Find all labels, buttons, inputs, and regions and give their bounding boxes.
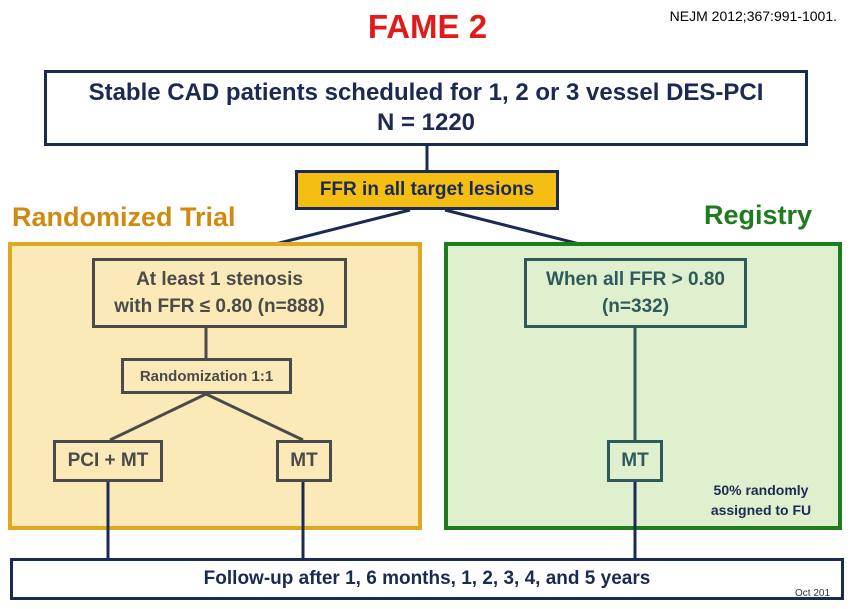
registry-note-line1: 50% randomly [713, 482, 809, 498]
follow-up-box: Follow-up after 1, 6 months, 1, 2, 3, 4,… [10, 558, 844, 600]
mt-arm-box: MT [276, 440, 332, 482]
stenosis-line2: with FFR ≤ 0.80 (n=888) [114, 296, 325, 317]
registry-ffr-line1: When all FFR > 0.80 [546, 269, 725, 290]
citation: NEJM 2012;367:991-1001. [669, 8, 837, 24]
registry-mt-box: MT [607, 440, 663, 482]
pci-mt-arm-box: PCI + MT [53, 440, 163, 482]
registry-note: 50% randomly assigned to FU [694, 480, 828, 520]
population-box: Stable CAD patients scheduled for 1, 2 o… [44, 70, 808, 146]
randomized-trial-label: Randomized Trial [12, 202, 236, 232]
connector-randomization-to-pci [109, 392, 207, 442]
registry-ffr-box: When all FFR > 0.80 (n=332) [524, 258, 747, 328]
registry-ffr-line2: (n=332) [601, 296, 670, 317]
ffr-measurement-box: FFR in all target lesions [295, 170, 559, 210]
registry-panel [444, 242, 842, 530]
footer-date: Oct 201 [795, 588, 831, 599]
registry-note-line2: assigned to FU [710, 502, 812, 518]
randomization-box: Randomization 1:1 [121, 358, 292, 394]
population-description: Stable CAD patients scheduled for 1, 2 o… [88, 79, 764, 106]
stenosis-box: At least 1 stenosis with FFR ≤ 0.80 (n=8… [92, 258, 347, 328]
page-title: FAME 2 [367, 8, 488, 45]
registry-label: Registry [704, 200, 813, 230]
population-count: N = 1220 [376, 109, 476, 136]
connector-randomization-to-mt [205, 392, 304, 442]
stenosis-line1: At least 1 stenosis [136, 269, 303, 290]
